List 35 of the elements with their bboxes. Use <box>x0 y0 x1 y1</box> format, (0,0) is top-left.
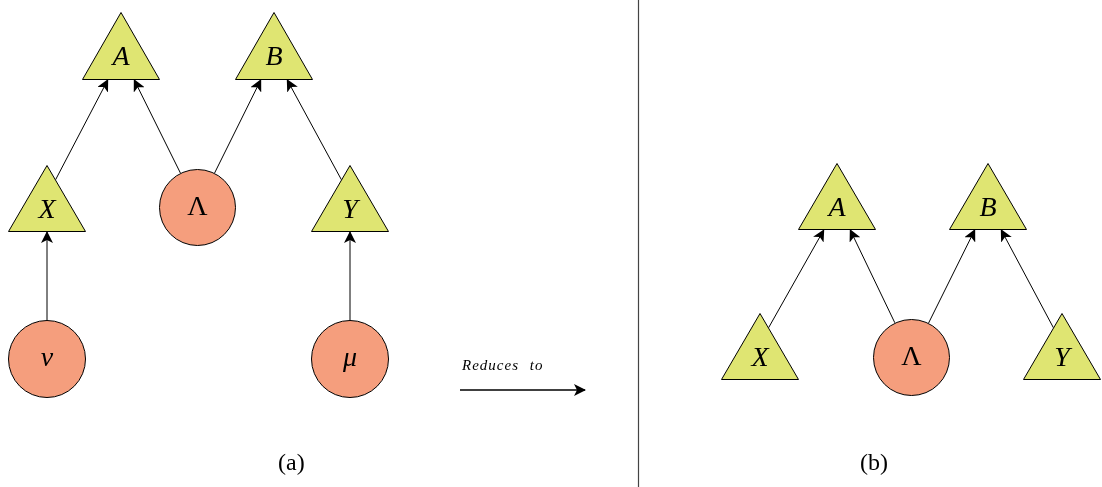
arrow <box>1000 229 1054 329</box>
arrow <box>214 79 262 174</box>
node-label: A <box>112 42 130 73</box>
circle-node <box>311 320 389 398</box>
panel-caption: (a) <box>278 450 305 474</box>
triangle-node <box>798 163 876 230</box>
circle-node <box>159 169 236 246</box>
arrow <box>55 79 109 181</box>
node-label: B <box>265 42 283 73</box>
triangle-node <box>82 12 160 80</box>
arrow <box>344 231 356 321</box>
node-label: Λ <box>187 192 208 223</box>
arrow <box>768 229 825 329</box>
node-label: ν <box>40 343 54 374</box>
triangle-node <box>949 163 1027 230</box>
arrow <box>41 231 53 321</box>
triangle-node <box>8 165 86 232</box>
triangle-node <box>721 313 799 380</box>
node-label: A <box>828 193 846 224</box>
triangle-node <box>235 12 313 80</box>
node-label: B <box>979 193 997 224</box>
circle-node <box>8 320 86 398</box>
node-label: μ <box>342 343 358 374</box>
node-label: Λ <box>901 342 922 373</box>
panel-caption: (b) <box>860 450 888 474</box>
triangle-node <box>1023 313 1101 380</box>
circle-node <box>873 319 950 396</box>
node-label: X <box>751 343 769 374</box>
arrow <box>286 79 342 181</box>
triangle-node <box>311 165 389 232</box>
arrow <box>133 79 181 174</box>
arrow-caption: Reduces to <box>462 358 544 373</box>
arrow <box>928 229 976 324</box>
node-label: X <box>38 195 56 226</box>
arrow <box>849 229 896 324</box>
